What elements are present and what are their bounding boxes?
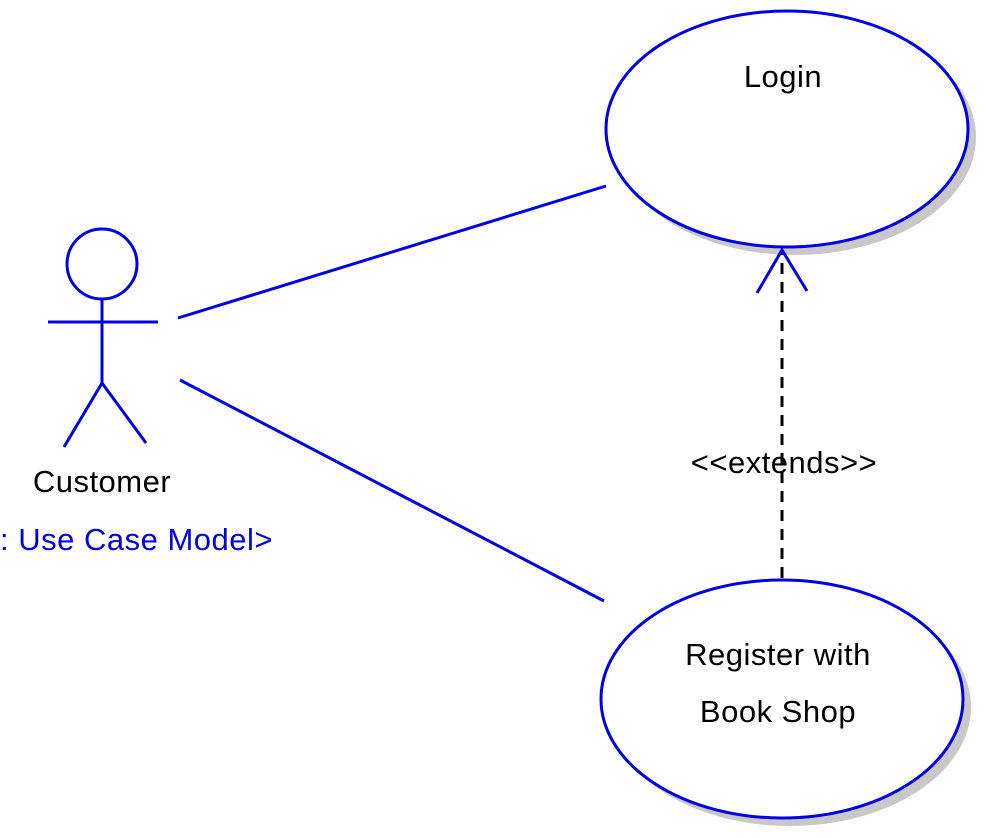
- association-customer-register: [179, 378, 605, 603]
- actor-name-label: Customer: [32, 464, 172, 499]
- login-usecase-ellipse: [604, 9, 970, 249]
- register-usecase-ellipse: [599, 578, 965, 820]
- register-usecase-label-line1: Register with: [685, 637, 871, 672]
- register-usecase-label: Register with Book Shop: [628, 626, 928, 740]
- actor-leg-right: [100, 382, 148, 444]
- extends-arrowhead-icon: [755, 247, 809, 294]
- association-customer-login: [177, 184, 607, 320]
- register-usecase-label-line2: Book Shop: [699, 694, 857, 729]
- actor-customer: [48, 227, 158, 448]
- actor-leg-left: [62, 382, 104, 448]
- extends-stereotype-label: <<extends>>: [690, 445, 878, 480]
- login-usecase-label: Login: [743, 59, 823, 94]
- classifier-label: : Use Case Model>: [0, 522, 273, 557]
- actor-head: [65, 227, 139, 301]
